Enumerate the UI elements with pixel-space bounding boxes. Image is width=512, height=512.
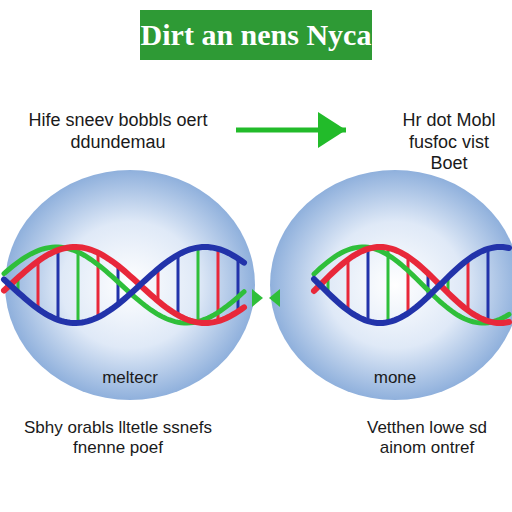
glow-circle [270,170,512,400]
base-pair [177,255,180,315]
description-text: Hife sneev bobbls oert ddundemau [4,110,232,153]
description-text: Sbhy orabls lltetle ssnefs fnenne poef [4,418,232,459]
dna-strand [314,247,509,323]
dna-helix [4,247,509,323]
base-pair [367,249,370,321]
description-text: Hr dot Mobl fusfoc vist Boet [392,110,506,175]
dna-strand [4,247,244,323]
base-pair [387,248,390,322]
base-pair [37,261,40,309]
dna-strand [4,247,244,323]
base-pair [487,249,490,321]
dna-strand [4,247,244,323]
exchange-mark [269,289,280,307]
helix-label: meltecr [90,368,170,388]
title-banner: Dirt an nens Nyca [140,10,372,60]
base-pair [467,260,470,311]
helix-label: mone [360,368,430,388]
helix-panel: Hr dot Mobl fusfoc vist Boet moneVetthen … [346,106,508,502]
glow-circle [5,170,255,400]
helix-panel: Hife sneev bobbls oert ddundemau meltecrS… [4,106,236,502]
base-pair [237,258,240,311]
base-pair [197,248,200,323]
base-pair [57,250,60,320]
dna-strand [314,247,509,323]
dna-strand [314,247,509,323]
exchange-mark [252,289,263,307]
base-pair [347,260,350,311]
base-pair [77,247,80,323]
description-text: Vetthen lowe sd ainom ontref [348,418,506,459]
base-pair [407,257,410,313]
flow-arrow [236,128,346,133]
